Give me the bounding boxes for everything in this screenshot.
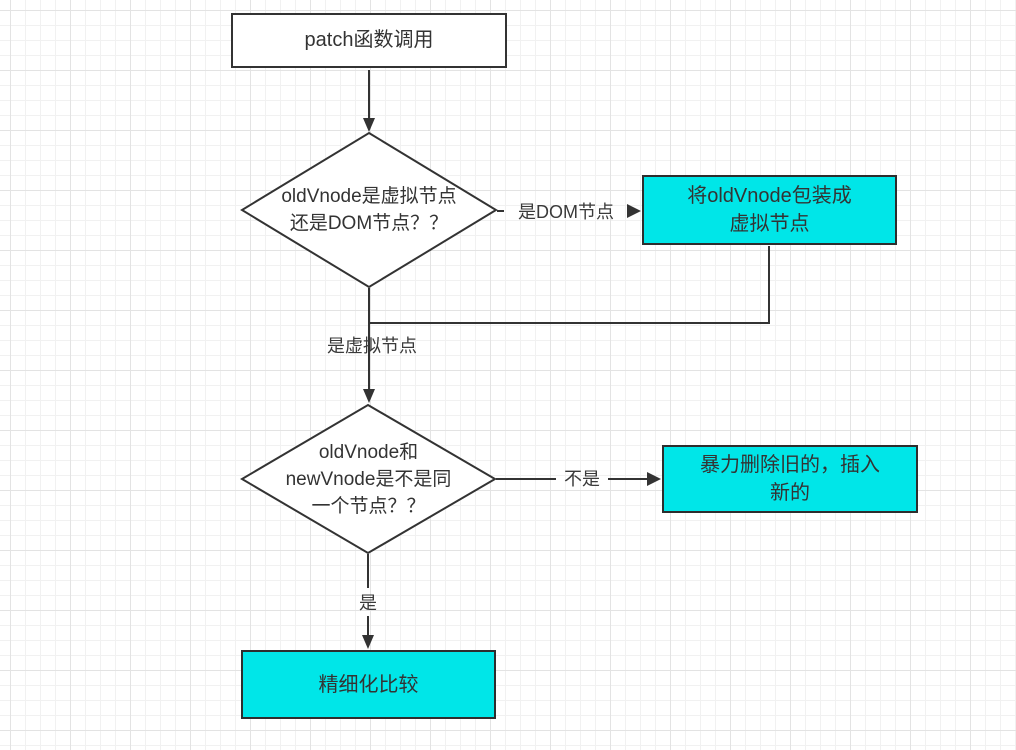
arrowhead-right-2 bbox=[647, 472, 661, 486]
arrowhead-down-2 bbox=[363, 389, 375, 403]
node-replace-brute-force[interactable]: 暴力删除旧的，插入 新的 bbox=[662, 445, 918, 513]
compare-line1: 精细化比较 bbox=[318, 673, 419, 696]
arrowhead-right-1 bbox=[627, 204, 641, 218]
replace-line1: 暴力删除旧的，插入 bbox=[700, 454, 880, 476]
node-patch-call[interactable]: patch函数调用 bbox=[231, 13, 507, 68]
edge-wrap-return bbox=[369, 246, 770, 324]
edge-label-is-dom-node[interactable]: 是DOM节点 bbox=[518, 202, 614, 222]
node-label: patch函数调用 bbox=[304, 29, 434, 51]
node-wrap-oldvnode[interactable]: 将oldVnode包装成 虚拟节点 bbox=[642, 175, 897, 245]
decision-diamond-1-shape[interactable] bbox=[240, 131, 498, 289]
arrowhead-down-1 bbox=[363, 118, 375, 132]
decision2-line1: oldVnode和 bbox=[318, 441, 419, 463]
edge-label-same[interactable]: 是 bbox=[359, 593, 377, 613]
decision2-line2: newVnode是不是同 bbox=[285, 468, 452, 490]
wrap-line2: 虚拟节点 bbox=[729, 213, 810, 235]
node-fine-compare[interactable]: 精细化比较 bbox=[241, 650, 496, 719]
decision1-label[interactable]: oldVnode是虚拟节点 还是DOM节点？？ bbox=[242, 133, 496, 287]
decision2-line3: 一个节点？？ bbox=[311, 495, 426, 517]
edge-label-is-virtual-node[interactable]: 是虚拟节点 bbox=[327, 336, 417, 356]
replace-line2: 新的 bbox=[770, 482, 810, 504]
edge-label-not-same[interactable]: 不是 bbox=[564, 469, 600, 489]
arrowhead-down-3 bbox=[362, 635, 374, 649]
decision2-label[interactable]: oldVnode和 newVnode是不是同 一个节点？？ bbox=[242, 405, 495, 553]
decision1-line2: 还是DOM节点？？ bbox=[289, 213, 449, 234]
wrap-line1: 将oldVnode包装成 bbox=[687, 185, 852, 207]
decision-diamond-2-shape[interactable] bbox=[240, 403, 497, 555]
decision1-line1: oldVnode是虚拟节点 bbox=[281, 186, 457, 207]
